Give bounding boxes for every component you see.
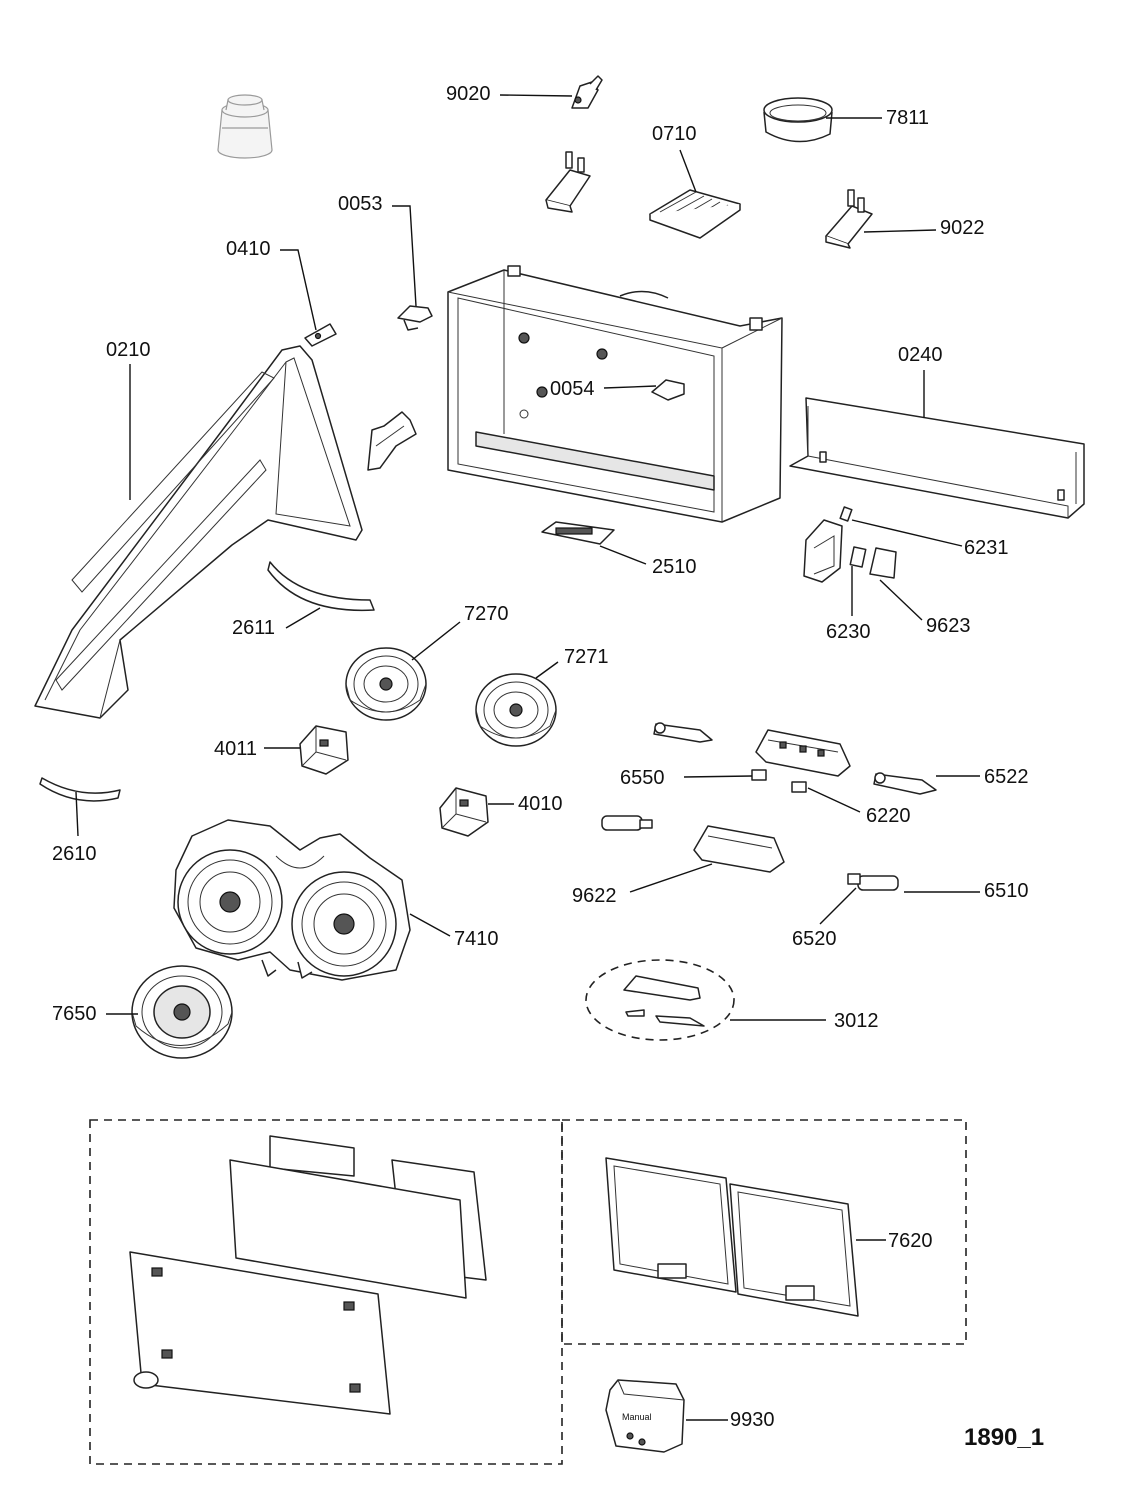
label-6231: 6231 [964,537,1009,559]
part-0210-chimney-cover [34,345,363,719]
part-inner-bracket [367,411,417,471]
label-6520: 6520 [792,928,837,950]
part-halogen-lamp-top [653,722,713,743]
drawing-id: 1890_1 [964,1424,1044,1451]
label-0710: 0710 [652,123,697,145]
label-2610: 2610 [52,843,97,865]
part-6510-lamp [847,873,899,891]
label-6550: 6550 [620,767,665,789]
part-labels: 9020 7811 0710 0053 9022 0410 0210 0240 … [52,83,1044,1451]
leader-lines [75,94,980,1421]
part-3012-kit [585,959,735,1041]
label-7650: 7650 [52,1003,97,1025]
part-4011-capacitor [299,725,349,775]
label-0053: 0053 [338,193,383,215]
label-0240: 0240 [898,344,943,366]
part-2610-trim [39,777,121,802]
part-6550-lamp-holder [751,769,767,781]
label-7270: 7270 [464,603,509,625]
label-9020: 9020 [446,83,491,105]
part-0053-clip [397,305,433,331]
label-6522: 6522 [984,766,1029,788]
part-small-lamp-left [601,815,653,831]
grease-filter-kit-box [561,1119,967,1345]
part-bracket-top-left [545,151,591,213]
part-9022-bracket [825,189,873,249]
duct-connector-ghost [217,94,273,159]
label-0410: 0410 [226,238,271,260]
part-2510-strip [541,521,615,545]
label-6220: 6220 [866,805,911,827]
label-7271: 7271 [564,646,609,668]
part-9930-manual-bag: Manual [605,1379,685,1453]
label-9622: 9622 [572,885,617,907]
label-7620: 7620 [888,1230,933,1252]
manual-bag-text: Manual [622,1412,652,1422]
label-9930: 9930 [730,1409,775,1431]
label-4010: 4010 [518,793,563,815]
part-6220-connector [791,781,807,793]
part-7271-blower-wheel [475,673,557,747]
label-6230: 6230 [826,621,871,643]
part-7410-motor-housing [173,819,411,981]
part-hood-housing [447,265,783,523]
part-0410-clip [304,323,337,347]
label-9022: 9022 [940,217,985,239]
part-7811-ring [763,97,833,143]
part-4010-capacitor [439,787,489,837]
part-control-board [755,729,851,777]
label-4011: 4011 [214,738,257,760]
part-2611-trim [267,561,375,612]
label-0054: 0054 [550,378,595,400]
part-7270-blower-wheel [345,647,427,721]
label-7410: 7410 [454,928,499,950]
part-7650-filter-fan [131,965,233,1059]
part-9623-cover [869,547,897,579]
part-9622-transformer [693,825,785,873]
label-0210: 0210 [106,339,151,361]
glass-panels-kit-box [89,1119,563,1465]
part-9020-switch-lever [571,75,603,109]
label-6510: 6510 [984,880,1029,902]
part-switch-housing [803,506,853,583]
part-6230-switch-knob [849,546,867,568]
part-6522-lamp [873,772,937,795]
part-0710-grille [649,189,741,239]
label-9623: 9623 [926,615,971,637]
label-2510: 2510 [652,556,697,578]
label-2611: 2611 [232,617,275,639]
label-7811: 7811 [886,107,929,129]
part-0240-front-panel [789,397,1085,519]
label-3012: 3012 [834,1010,879,1032]
